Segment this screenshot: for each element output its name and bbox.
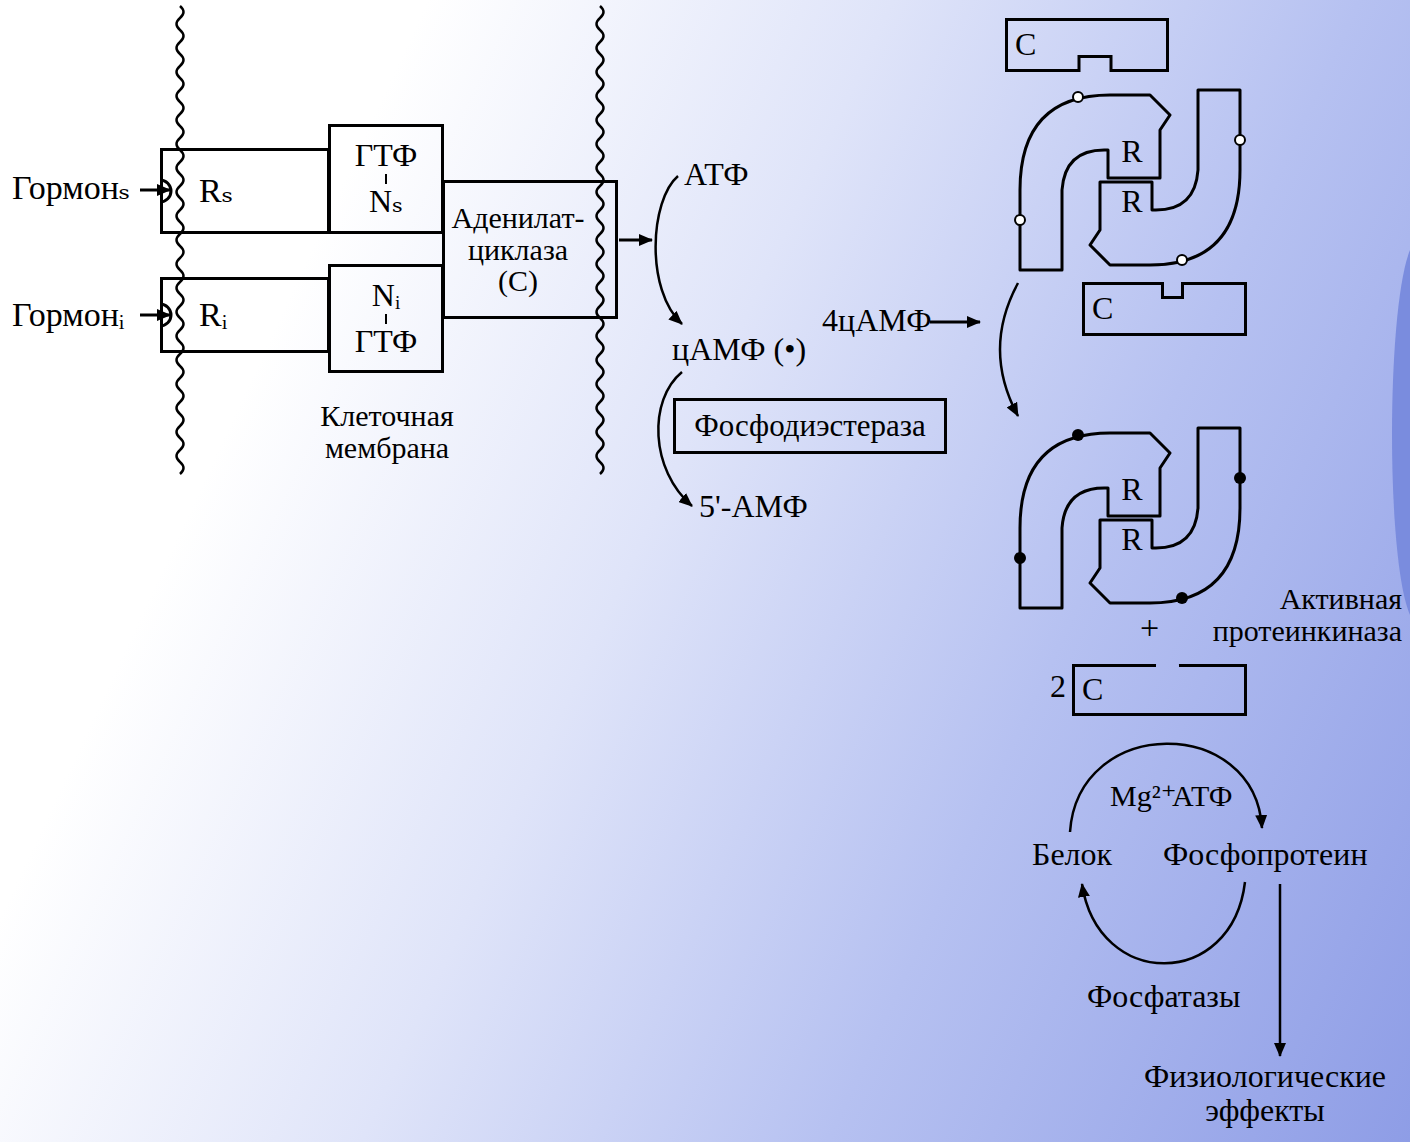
product-label: Фосфопротеин bbox=[1163, 838, 1368, 872]
state-label: Активная протеинкиназа bbox=[1180, 583, 1402, 646]
plus-sign: + bbox=[1140, 610, 1159, 646]
reaction-arrow bbox=[930, 321, 980, 324]
subunit-letter: C bbox=[1082, 673, 1103, 707]
binding-site bbox=[1015, 215, 1025, 225]
g-protein-box: NᵢГТФ bbox=[328, 264, 444, 373]
substrate-label: АТФ bbox=[684, 158, 748, 192]
catalytic-subunit: C bbox=[1082, 282, 1247, 336]
box-text: ГТФ bbox=[355, 139, 418, 173]
binding-site bbox=[1235, 135, 1245, 145]
subunit-shape bbox=[1074, 664, 1246, 715]
hormone-arrow bbox=[140, 314, 170, 317]
transition-arrow bbox=[1000, 283, 1018, 416]
receptor-box: Rᵢ bbox=[160, 277, 330, 353]
regulatory-subunit bbox=[1090, 90, 1240, 265]
messenger-label: цАМФ (•) bbox=[672, 333, 806, 367]
membrane-line bbox=[177, 6, 184, 474]
subunit-letter: R bbox=[1112, 473, 1152, 507]
regulatory-subunit bbox=[1090, 428, 1240, 603]
subunit-letter: R bbox=[1112, 185, 1152, 219]
subunit-letter: C bbox=[1015, 28, 1036, 62]
binding-site bbox=[1177, 255, 1187, 265]
messenger-label: 4цАМФ bbox=[822, 304, 932, 338]
catalytic-subunit: C bbox=[1072, 664, 1247, 716]
cycle-arrow bbox=[1082, 882, 1245, 963]
subunit-letter: R bbox=[1112, 523, 1152, 557]
regulatory-dimer: RR bbox=[1000, 418, 1262, 618]
g-protein-box: ГТФ Nₛ bbox=[328, 124, 444, 234]
enzyme-label: Фосфатазы bbox=[1087, 980, 1241, 1014]
camp-dot bbox=[1176, 592, 1188, 604]
regulatory-dimer: RR bbox=[1000, 80, 1262, 280]
bond-line bbox=[385, 174, 387, 184]
substrate-label: Белок bbox=[1032, 838, 1112, 872]
enzyme-box: Аденилат- циклаза (C) bbox=[442, 180, 618, 319]
count-label: 2 bbox=[1050, 670, 1066, 704]
cofactor-label: АТФ bbox=[1172, 780, 1232, 812]
box-text: Аденилат- циклаза (C) bbox=[449, 202, 587, 297]
receptor-box: Rₛ bbox=[160, 148, 330, 234]
hormone-label: Гормонₛ bbox=[12, 170, 130, 206]
product-label: 5'-АМФ bbox=[699, 490, 808, 524]
camp-dot bbox=[1234, 472, 1246, 484]
bond-line bbox=[385, 314, 387, 324]
membrane-label: Клеточная мембрана bbox=[297, 400, 477, 463]
membrane-group bbox=[177, 6, 604, 474]
camp-dot bbox=[1072, 429, 1084, 441]
hormone-arrow bbox=[140, 189, 170, 192]
dimer-outline bbox=[1000, 418, 1262, 618]
effect-arrow bbox=[1279, 884, 1282, 1056]
subunit-shape bbox=[1007, 20, 1168, 71]
decor-shape bbox=[1392, 250, 1410, 615]
dimer-outline bbox=[1000, 80, 1262, 280]
cofactor-label: Mg²⁺ bbox=[1110, 780, 1177, 812]
subunit-letter: R bbox=[1112, 135, 1152, 169]
hormone-label: Гормонᵢ bbox=[12, 297, 124, 333]
box-text: Nₛ bbox=[369, 185, 403, 219]
cycle-arrow bbox=[1070, 744, 1262, 832]
reaction-arrow bbox=[656, 176, 682, 324]
box-text: Фосфодиэстераза bbox=[694, 410, 926, 443]
box-text: Rₛ bbox=[199, 173, 233, 209]
membrane-line bbox=[597, 6, 604, 474]
catalytic-subunit: C bbox=[1005, 18, 1169, 72]
box-text: ГТФ bbox=[355, 325, 418, 359]
subunit-shape bbox=[1084, 284, 1246, 335]
enzyme-box: Фосфодиэстераза bbox=[673, 398, 947, 454]
box-text: Rᵢ bbox=[199, 297, 227, 333]
binding-site bbox=[1073, 92, 1083, 102]
box-text: Nᵢ bbox=[372, 279, 400, 313]
effect-label: Физиологические эффекты bbox=[1130, 1060, 1400, 1127]
subunit-letter: C bbox=[1092, 292, 1113, 326]
reaction-arrow bbox=[619, 239, 652, 242]
camp-dot bbox=[1014, 552, 1026, 564]
